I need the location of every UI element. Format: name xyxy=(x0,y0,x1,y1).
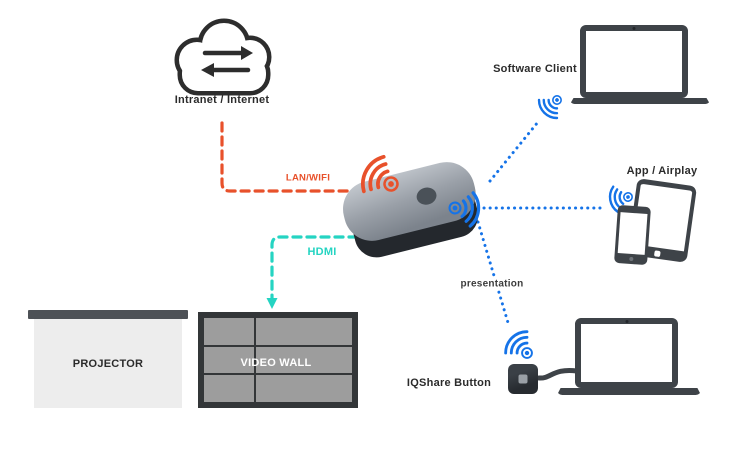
transfer-arrows-icon xyxy=(202,50,251,73)
laptop-screen xyxy=(580,25,688,98)
laptop-screen xyxy=(575,318,678,388)
iqshare-label: IQShare Button xyxy=(406,377,492,389)
software-client-connection-line xyxy=(488,120,540,183)
presentation-connection-line xyxy=(476,220,511,328)
software-client-laptop xyxy=(570,25,710,104)
projector-screen xyxy=(34,319,182,408)
cloud-label: Intranet / Internet xyxy=(174,94,270,106)
hdmi-arrowhead xyxy=(266,298,278,309)
iqshare-wifi-icon xyxy=(499,325,543,369)
app-airplay-phone xyxy=(614,204,651,266)
phone-screen xyxy=(617,212,648,255)
video-wall-panel xyxy=(204,375,255,402)
presentation-label: presentation xyxy=(457,278,527,290)
cloud-transfer-icon xyxy=(174,18,272,96)
software-client-label: Software Client xyxy=(493,63,577,75)
video-wall-panel xyxy=(256,346,352,374)
lan-wifi-connection-line xyxy=(220,121,375,193)
iqshare-laptop xyxy=(557,318,701,395)
laptop-base xyxy=(570,98,710,104)
video-wall-panel xyxy=(204,346,255,374)
iqshare-dongle xyxy=(508,364,538,394)
projector-label: PROJECTOR xyxy=(72,358,144,370)
usb-cable xyxy=(536,367,580,381)
app-airplay-label: App / Airplay xyxy=(626,165,698,177)
video-wall-label: VIDEO WALL xyxy=(240,357,312,369)
video-wall-panel xyxy=(256,318,352,345)
hub-device xyxy=(343,162,479,258)
video-wall xyxy=(198,312,358,408)
laptop-base xyxy=(557,388,701,395)
iqshare-dongle-button xyxy=(518,374,528,384)
projector-top-bar xyxy=(28,310,188,319)
video-wall-panel xyxy=(256,375,352,402)
software-client-wifi-icon xyxy=(534,86,571,123)
hdmi-label: HDMI xyxy=(307,246,337,258)
video-wall-panel xyxy=(204,318,255,345)
lan-wifi-label: LAN/WIFI xyxy=(285,172,331,184)
hdmi-connection-line xyxy=(270,235,387,301)
